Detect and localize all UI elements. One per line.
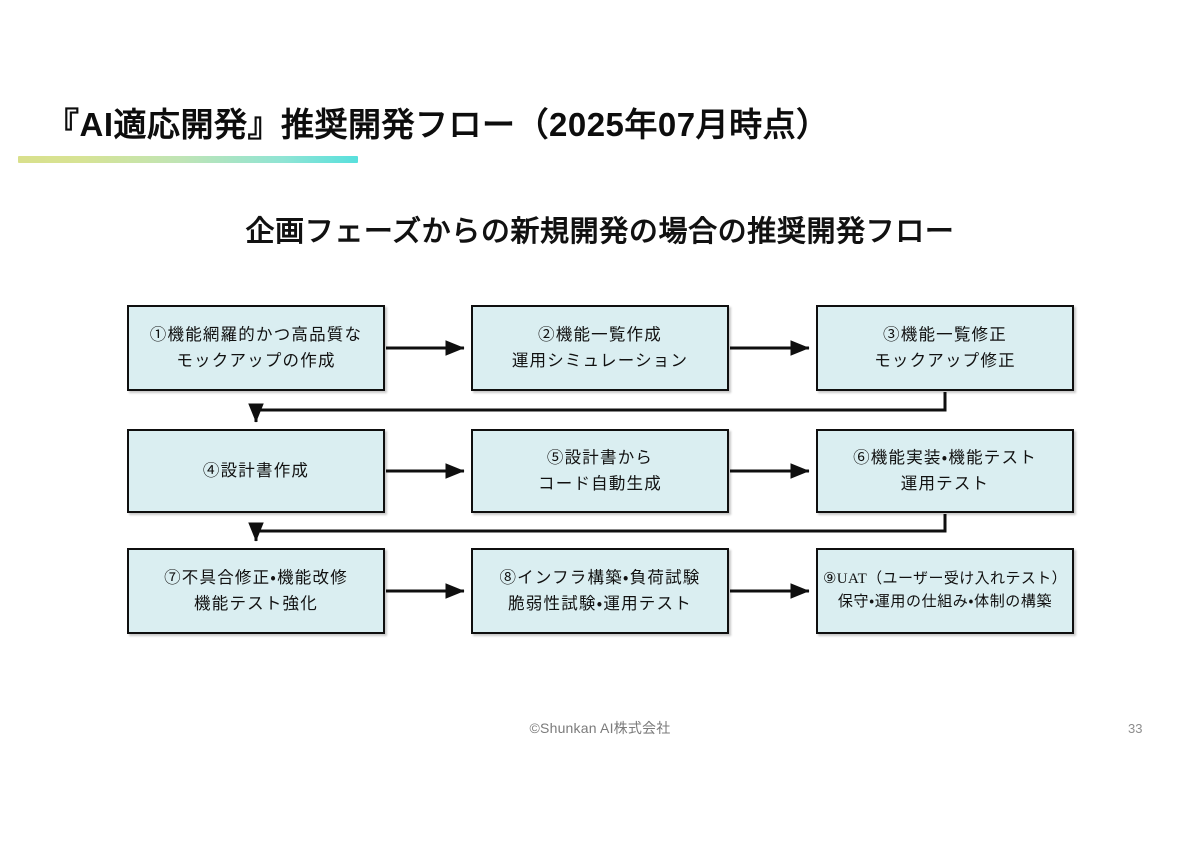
flow-node-1[interactable]: ①機能網羅的かつ高品質な モックアップの作成 xyxy=(127,305,385,391)
flow-node-4-line1: ④設計書作成 xyxy=(202,461,310,481)
flow-node-3-line1: ③機能一覧修正 xyxy=(883,325,1007,345)
flow-node-3-line2: モックアップ修正 xyxy=(874,351,1016,370)
slide-subtitle: 企画フェーズからの新規開発の場合の推奨開発フロー xyxy=(245,216,955,248)
flow-node-2[interactable]: ②機能一覧作成 運用シミュレーション xyxy=(471,305,729,391)
flow-node-2-line1: ②機能一覧作成 xyxy=(538,325,662,345)
page-title: 『AI適応開発』推奨開発フロー（2025年07月時点） xyxy=(46,106,830,143)
flow-node-6-line1: ⑥機能実装・機能テスト xyxy=(853,448,1037,468)
flow-node-5[interactable]: ⑤設計書から コード自動生成 xyxy=(471,429,729,513)
connector-3-to-4 xyxy=(248,392,947,423)
connector-6-to-7 xyxy=(248,514,947,542)
title-accent-rule xyxy=(18,156,358,163)
flow-node-6[interactable]: ⑥機能実装・機能テスト 運用テスト xyxy=(816,429,1074,513)
flow-node-7[interactable]: ⑦不具合修正・機能改修 機能テスト強化 xyxy=(127,548,385,634)
flow-node-1-line1: ①機能網羅的かつ高品質な xyxy=(149,325,363,345)
flow-node-5-line1: ⑤設計書から xyxy=(546,448,654,468)
flow-node-9[interactable]: ⑨UAT（ユーザー受け入れテスト） 保守・運用の仕組み・体制の構築 xyxy=(816,548,1074,634)
flow-node-1-line2: モックアップの作成 xyxy=(176,351,336,370)
flow-node-9-line1: ⑨UAT（ユーザー受け入れテスト） xyxy=(822,570,1068,587)
flow-node-8[interactable]: ⑧インフラ構築・負荷試験 脆弱性試験・運用テスト xyxy=(471,548,729,634)
flow-node-2-line2: 運用シミュレーション xyxy=(511,351,689,370)
flow-node-7-line1: ⑦不具合修正・機能改修 xyxy=(164,568,348,588)
flow-node-4[interactable]: ④設計書作成 xyxy=(127,429,385,513)
flow-node-8-line1: ⑧インフラ構築・負荷試験 xyxy=(499,568,701,588)
flow-node-7-line2: 機能テスト強化 xyxy=(194,594,318,613)
flow-node-8-line2: 脆弱性試験・運用テスト xyxy=(508,594,692,613)
flow-node-5-line2: コード自動生成 xyxy=(538,474,662,493)
page-number: 33 xyxy=(1128,721,1143,736)
flow-node-3[interactable]: ③機能一覧修正 モックアップ修正 xyxy=(816,305,1074,391)
footer-copyright: ©Shunkan AI株式会社 xyxy=(529,720,671,736)
flow-node-6-line2: 運用テスト xyxy=(900,474,990,493)
flow-node-9-line2: 保守・運用の仕組み・体制の構築 xyxy=(837,594,1053,610)
